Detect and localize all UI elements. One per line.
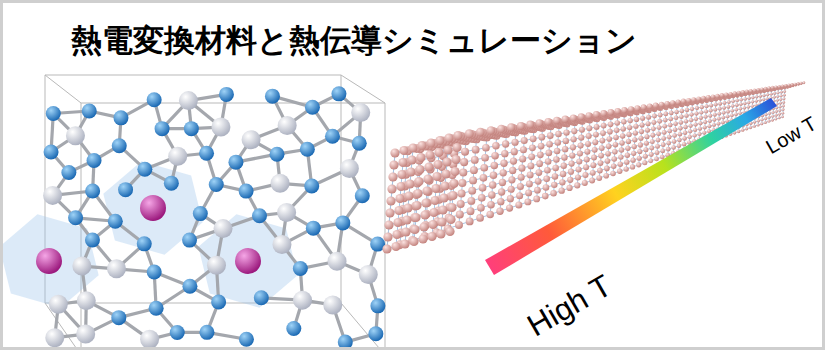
host-atom-white bbox=[328, 252, 347, 271]
host-atom-white bbox=[323, 295, 342, 314]
host-atom-blue bbox=[306, 221, 321, 236]
host-atom-blue bbox=[228, 155, 243, 170]
host-atom-blue bbox=[108, 214, 123, 229]
host-atom-blue bbox=[182, 279, 197, 294]
host-atom-blue bbox=[352, 136, 367, 151]
host-atom-white bbox=[359, 265, 378, 284]
host-atom-blue bbox=[239, 184, 254, 199]
host-atom-white bbox=[214, 219, 233, 238]
host-atom-blue bbox=[219, 87, 234, 102]
host-atom-blue bbox=[368, 326, 383, 341]
host-atom-blue bbox=[46, 106, 61, 121]
host-atom-blue bbox=[305, 100, 320, 115]
host-atom-blue bbox=[44, 145, 59, 160]
host-atom-white bbox=[77, 291, 96, 310]
host-atom-blue bbox=[331, 86, 346, 101]
host-atom-blue bbox=[335, 215, 350, 230]
host-atom-white bbox=[211, 118, 230, 137]
host-atom-white bbox=[168, 147, 187, 166]
host-atom-white bbox=[351, 103, 370, 122]
host-atom-blue bbox=[254, 290, 269, 305]
host-atom-blue bbox=[137, 162, 152, 177]
host-atom-blue bbox=[269, 147, 284, 162]
host-atom-white bbox=[340, 159, 359, 178]
host-atom-blue bbox=[193, 206, 208, 221]
host-atom-white bbox=[277, 203, 296, 222]
guest-atom bbox=[36, 248, 62, 274]
guest-atom bbox=[235, 248, 261, 274]
host-atom-blue bbox=[199, 325, 214, 340]
host-atom-white bbox=[271, 174, 290, 193]
host-atom-white bbox=[278, 116, 297, 135]
host-atom-white bbox=[242, 130, 261, 149]
host-atom-white bbox=[179, 91, 198, 110]
host-atom-blue bbox=[304, 178, 319, 193]
host-atom-blue bbox=[338, 335, 353, 350]
host-atom-blue bbox=[164, 176, 179, 191]
host-atom-white bbox=[49, 295, 68, 314]
unit-cell-edge bbox=[341, 75, 385, 103]
host-atom-white bbox=[140, 330, 159, 349]
host-atom-blue bbox=[239, 332, 254, 347]
host-atom-white bbox=[43, 186, 62, 205]
host-atom-blue bbox=[370, 298, 385, 313]
crystal-structure bbox=[3, 75, 385, 350]
host-atom-blue bbox=[184, 121, 199, 136]
host-atom-blue bbox=[118, 182, 133, 197]
host-atom-white bbox=[293, 291, 312, 310]
host-atom-blue bbox=[85, 184, 100, 199]
host-atom-blue bbox=[252, 208, 267, 223]
host-atom-white bbox=[107, 259, 126, 278]
unit-cell-edge bbox=[81, 103, 385, 350]
host-atom-blue bbox=[300, 142, 315, 157]
host-atom-blue bbox=[149, 301, 164, 316]
host-atom-white bbox=[76, 325, 95, 344]
host-atom-blue bbox=[85, 232, 100, 247]
host-atom-blue bbox=[82, 103, 97, 118]
host-atom-blue bbox=[211, 295, 226, 310]
host-atom-white bbox=[72, 257, 91, 276]
host-atom-blue bbox=[147, 265, 162, 280]
nanowire-slab bbox=[382, 81, 805, 253]
host-atom-blue bbox=[355, 188, 370, 203]
host-atom-white bbox=[66, 126, 85, 145]
host-atom-blue bbox=[170, 325, 185, 340]
guest-atom bbox=[140, 195, 166, 221]
cage-face bbox=[103, 161, 202, 255]
host-atom-blue bbox=[112, 138, 127, 153]
host-atom-blue bbox=[199, 146, 214, 161]
host-atom-blue bbox=[265, 89, 280, 104]
host-atom-blue bbox=[293, 261, 308, 276]
unit-cell-edge bbox=[45, 75, 81, 103]
host-atom-white bbox=[272, 235, 291, 254]
host-atom-blue bbox=[111, 310, 126, 325]
host-atom-blue bbox=[209, 177, 224, 192]
host-atom-blue bbox=[87, 153, 102, 168]
host-atom-blue bbox=[137, 236, 152, 251]
host-atom-white bbox=[45, 328, 64, 347]
host-atom-blue bbox=[182, 233, 197, 248]
host-atom-blue bbox=[113, 110, 128, 125]
host-atom-blue bbox=[155, 121, 170, 136]
host-atom-blue bbox=[147, 92, 162, 107]
host-atom-blue bbox=[286, 321, 301, 336]
host-atom-white bbox=[207, 256, 226, 275]
host-atom-blue bbox=[61, 165, 76, 180]
host-atom-blue bbox=[325, 129, 340, 144]
host-atom-blue bbox=[68, 210, 83, 225]
unit-cell-edge bbox=[45, 75, 341, 303]
